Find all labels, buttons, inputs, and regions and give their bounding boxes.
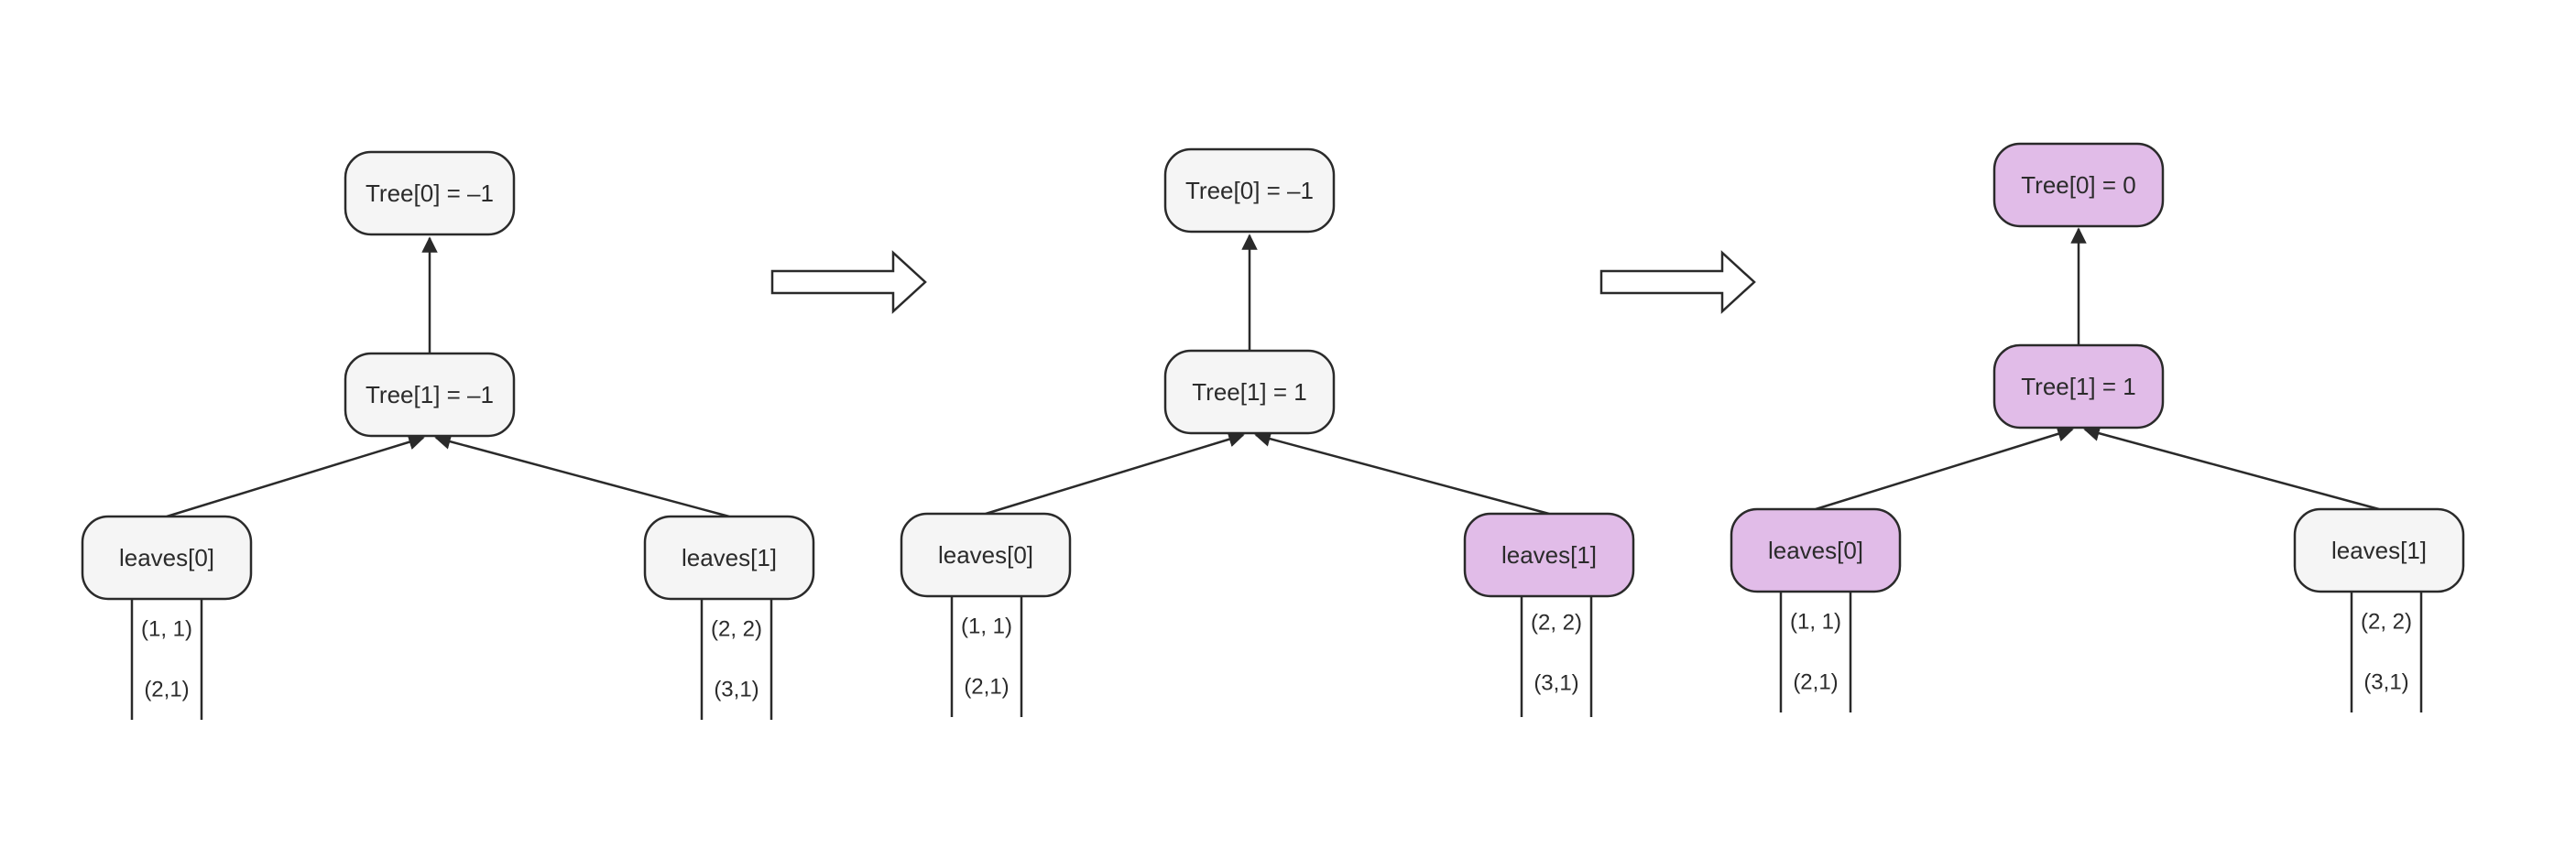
right-leaf-item-1: (2, 2) — [2361, 610, 2412, 635]
mid-node-label: Tree[1] = 1 — [1192, 378, 1307, 406]
right-leaf-label: leaves[1] — [682, 544, 777, 571]
mid-node — [1992, 343, 2165, 430]
root-node — [1163, 147, 1336, 234]
root-node — [344, 150, 516, 236]
root-node-label: Tree[0] = 0 — [2021, 171, 2136, 199]
edge-left-leaf-to-mid — [985, 431, 1245, 516]
panel-3: Tree[0] = 0 Tree[1] = 1 leaves[0] (1, 1)… — [1730, 142, 2465, 712]
step-arrow-1 — [770, 250, 927, 314]
left-leaf-node — [81, 515, 253, 601]
left-leaf-item-1: (1, 1) — [961, 614, 1012, 639]
left-leaf-item-2: (2,1) — [1793, 670, 1838, 695]
right-leaf-item-2: (3,1) — [2363, 670, 2408, 695]
panel-2: Tree[0] = –1 Tree[1] = 1 leaves[0] (1, 1… — [900, 147, 1635, 717]
root-node — [1992, 142, 2165, 228]
edge-left-leaf-to-mid — [166, 434, 425, 518]
left-leaf-item-2: (2,1) — [964, 675, 1009, 700]
right-leaf-label: leaves[1] — [1501, 541, 1597, 569]
left-leaf-label: leaves[0] — [1768, 537, 1863, 564]
right-leaf-label: leaves[1] — [2331, 537, 2427, 564]
edge-right-leaf-to-mid — [1254, 430, 1550, 516]
right-leaf-item-2: (3,1) — [1534, 671, 1578, 696]
edge-right-leaf-to-mid — [2083, 425, 2380, 511]
root-node-label: Tree[0] = –1 — [1185, 177, 1314, 204]
mid-node-label: Tree[1] = –1 — [366, 381, 494, 408]
left-leaf-item-1: (1, 1) — [1790, 610, 1841, 635]
right-leaf-item-2: (3,1) — [714, 678, 759, 702]
left-leaf-node — [1730, 507, 1902, 593]
edge-right-leaf-to-mid — [434, 433, 730, 518]
right-leaf-node — [2293, 507, 2465, 593]
right-leaf-node — [643, 515, 815, 601]
left-leaf-label: leaves[0] — [119, 544, 214, 571]
left-leaf-label: leaves[0] — [938, 541, 1033, 569]
left-leaf-item-2: (2,1) — [144, 678, 189, 702]
mid-node — [1163, 349, 1336, 435]
left-leaf-item-1: (1, 1) — [141, 617, 192, 642]
left-leaf-node — [900, 512, 1072, 598]
root-node-label: Tree[0] = –1 — [366, 179, 494, 207]
mid-node-label: Tree[1] = 1 — [2021, 373, 2136, 400]
edge-left-leaf-to-mid — [1815, 426, 2074, 511]
right-leaf-node — [1463, 512, 1635, 598]
right-leaf-item-1: (2, 2) — [711, 617, 762, 642]
panel-1: Tree[0] = –1 Tree[1] = –1 leaves[0] (1, … — [81, 150, 815, 720]
mid-node — [344, 352, 516, 438]
right-leaf-item-1: (2, 2) — [1531, 611, 1582, 636]
step-arrow-2 — [1599, 250, 1756, 314]
